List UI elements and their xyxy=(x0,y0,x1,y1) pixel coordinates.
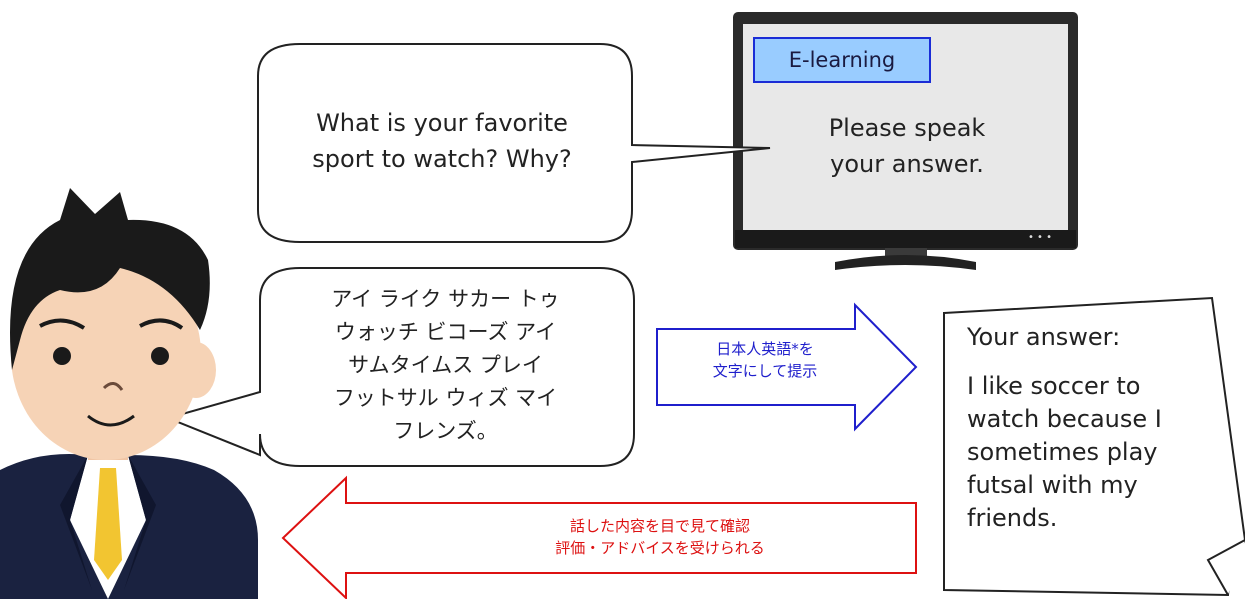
spoken-answer-text: アイ ライク サカー トゥ ウォッチ ビコーズ アイ サムタイムス プレイ フッ… xyxy=(331,287,560,443)
answer-card-fold xyxy=(1206,539,1245,596)
person-illustration xyxy=(0,188,258,599)
spoken-answer-bubble xyxy=(164,267,635,467)
monitor-message: Please speak your answer. xyxy=(828,114,986,178)
arrow-right-label: 日本人英語*を 文字にして提示 xyxy=(712,340,818,380)
left-eye xyxy=(53,347,71,365)
lapel-right xyxy=(124,455,156,590)
monitor xyxy=(733,12,1078,270)
face xyxy=(11,250,201,460)
monitor-indicator-dots: • • • xyxy=(1028,232,1052,243)
mouth xyxy=(87,414,135,427)
monitor-stand xyxy=(835,255,976,270)
answer-text: I like soccer to watch because I sometim… xyxy=(967,372,1162,532)
right-eyebrow xyxy=(139,318,184,330)
arrow-right-shape xyxy=(656,302,918,432)
arrow-left-label: 話した内容を目で見て確認 評価・アドバイスを受けられる xyxy=(555,517,765,557)
question-text: What is your favorite sport to watch? Wh… xyxy=(312,109,572,173)
right-eye xyxy=(151,347,169,365)
arrow-left-shape xyxy=(281,475,917,599)
question-bubble xyxy=(257,43,771,243)
e-learning-label: E-learning xyxy=(788,48,896,72)
answer-label: Your answer: xyxy=(967,323,1121,351)
hair xyxy=(10,188,210,370)
lapel-left xyxy=(60,455,92,590)
e-learning-tag xyxy=(753,37,931,83)
monitor-bottom-bar xyxy=(735,230,1076,248)
left-eyebrow xyxy=(39,318,86,330)
tie xyxy=(94,468,122,580)
nose xyxy=(102,382,124,391)
